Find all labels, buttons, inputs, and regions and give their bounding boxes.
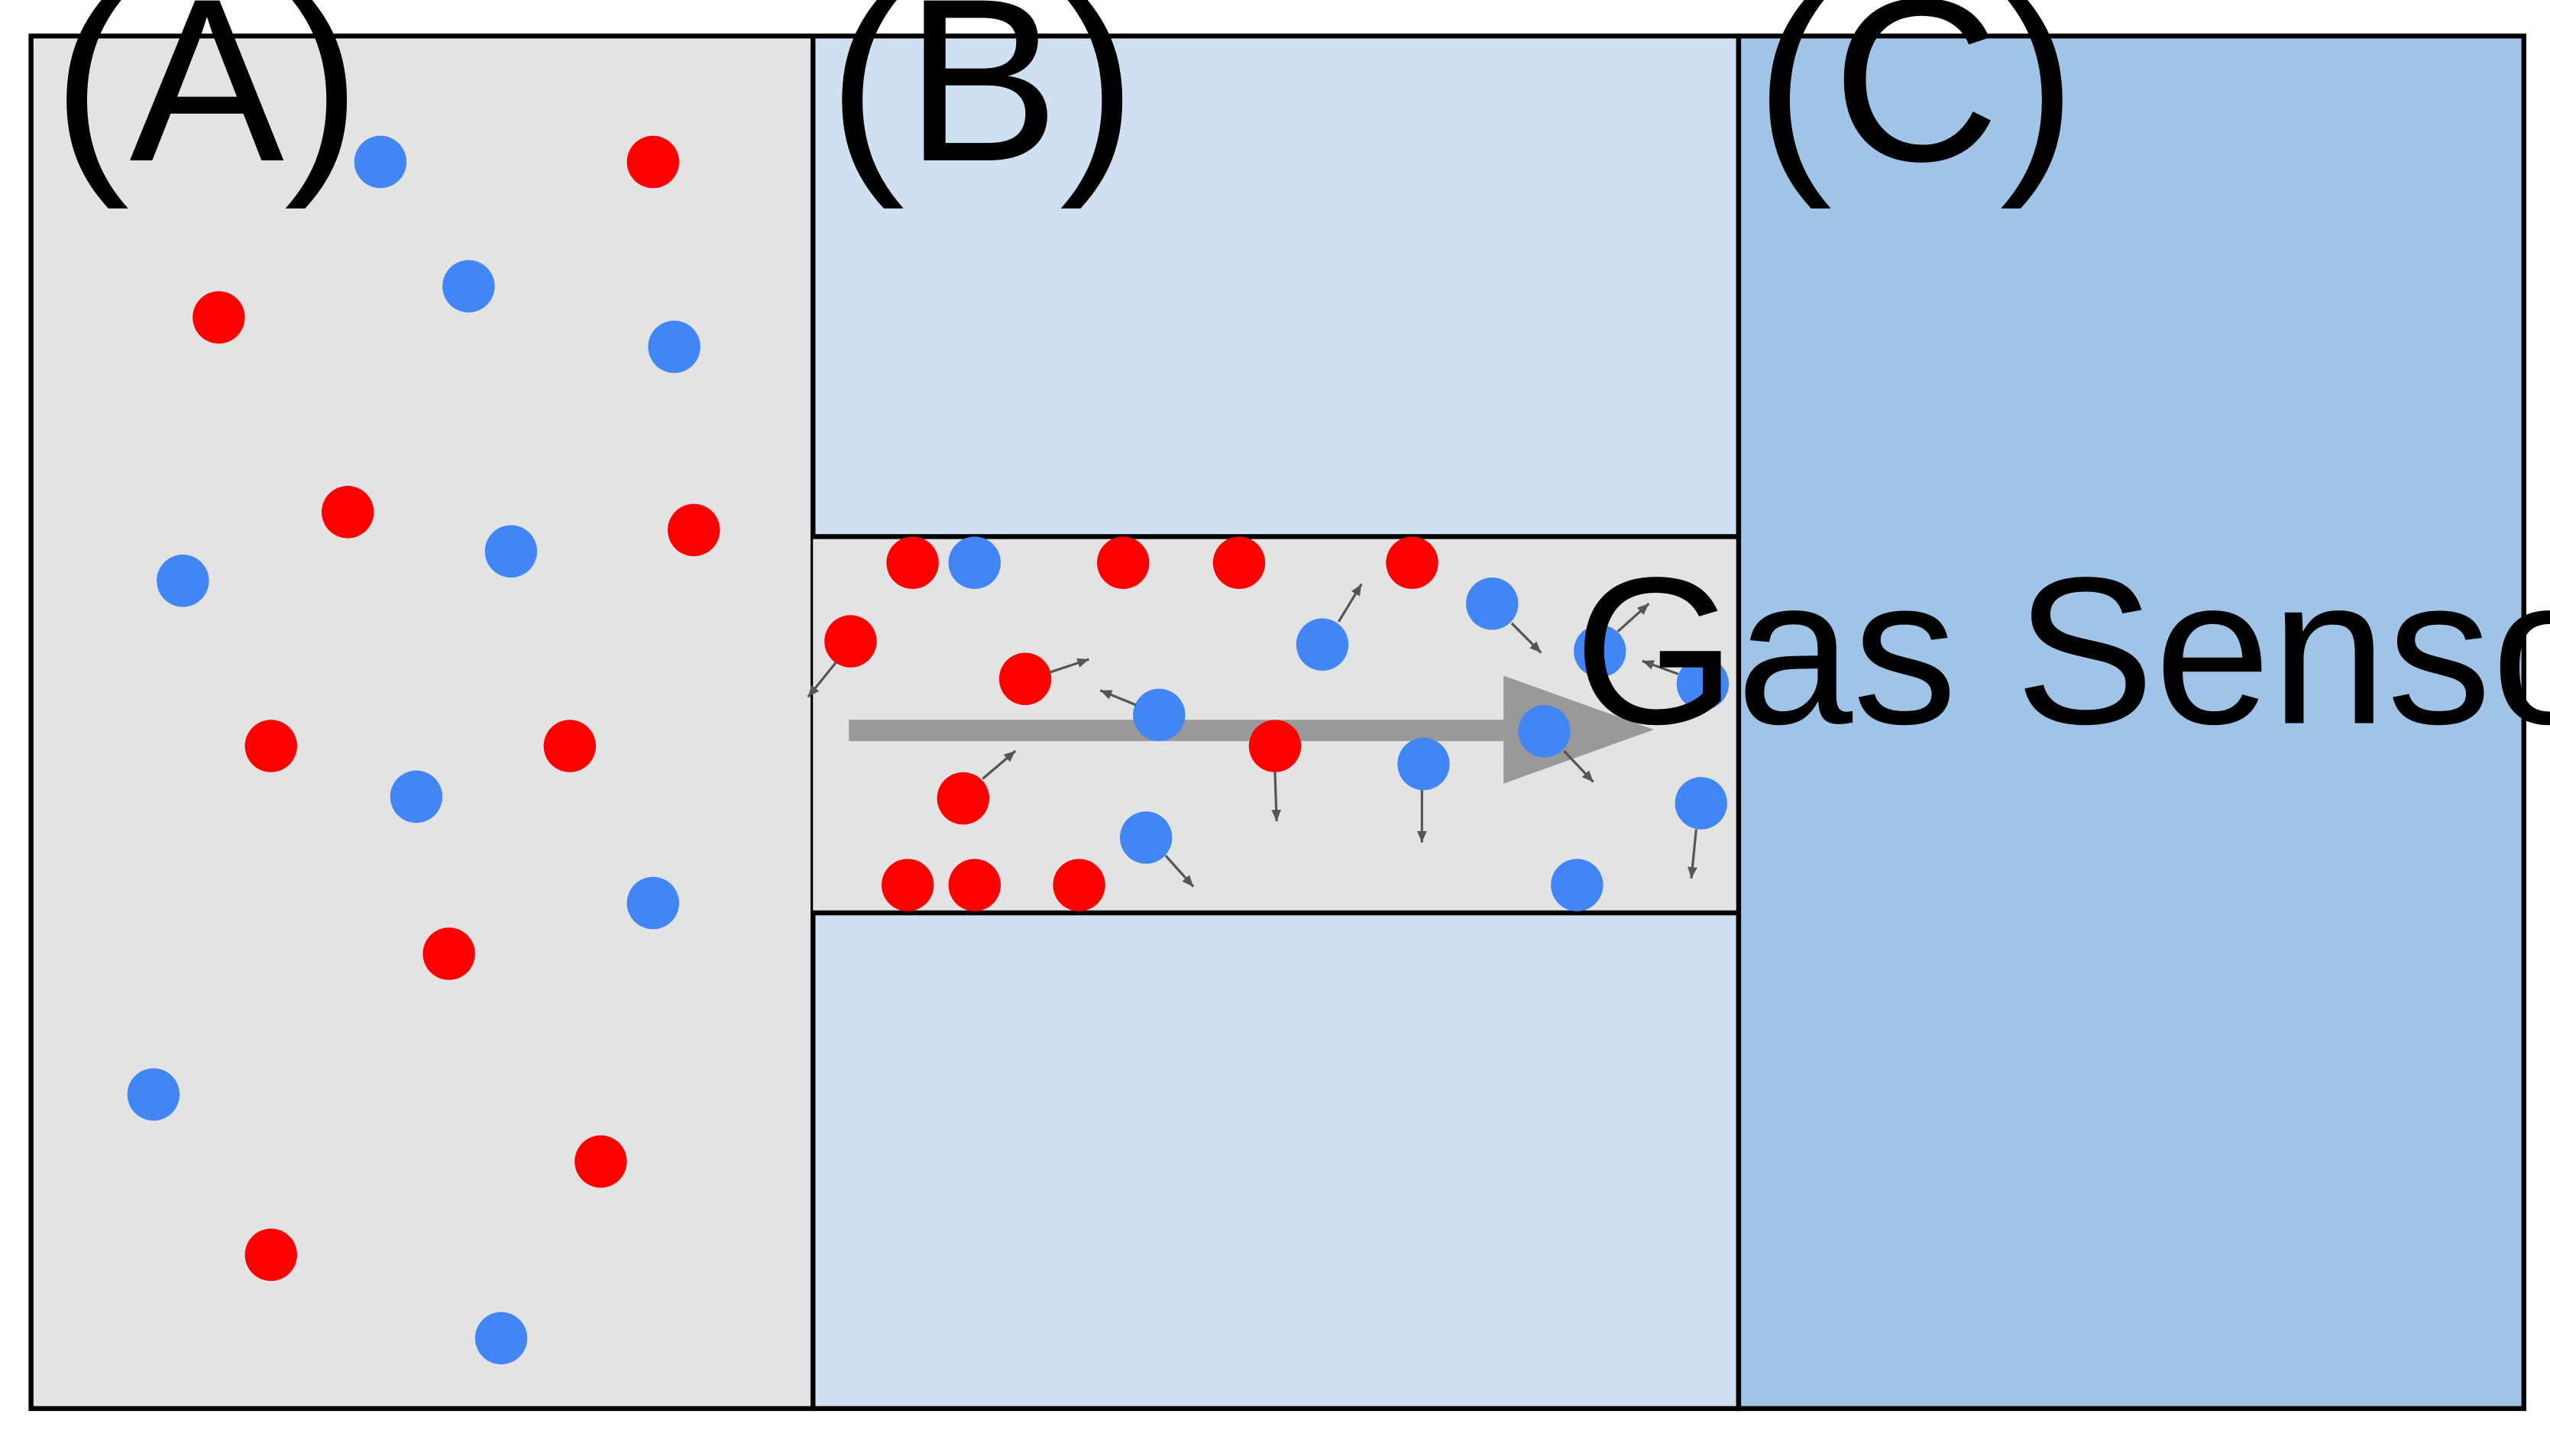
red-molecule bbox=[626, 135, 679, 189]
region-c-label: (C) bbox=[1755, 0, 2076, 211]
blue-molecule bbox=[474, 1312, 528, 1365]
red-molecule bbox=[881, 859, 934, 911]
channel-molecules bbox=[824, 536, 1730, 911]
blue-molecule bbox=[1296, 618, 1349, 671]
red-molecule bbox=[321, 486, 374, 539]
motion-vector-arrow bbox=[982, 749, 1017, 780]
region-b-label: (B) bbox=[827, 0, 1137, 211]
motion-vector-arrow bbox=[1510, 622, 1542, 654]
motion-vector-arrow bbox=[1642, 659, 1679, 675]
red-molecule bbox=[948, 859, 1001, 911]
blue-molecule bbox=[127, 1068, 180, 1121]
blue-molecule bbox=[157, 554, 209, 607]
red-molecule bbox=[543, 720, 597, 772]
red-molecule bbox=[1248, 720, 1302, 772]
channel-upper-wall bbox=[811, 33, 1742, 539]
red-molecule bbox=[1212, 536, 1266, 589]
chamber-a-molecules bbox=[127, 135, 720, 1365]
region-a-label: (A) bbox=[52, 0, 361, 211]
blue-molecule bbox=[1133, 688, 1186, 742]
blue-molecule bbox=[1119, 811, 1173, 864]
gas-sensor-box bbox=[1736, 33, 2527, 1412]
red-molecule bbox=[574, 1135, 627, 1188]
motion-vector-arrow bbox=[1049, 658, 1089, 674]
blue-molecule bbox=[1676, 657, 1730, 710]
motion-vector-arrow bbox=[1271, 772, 1282, 822]
motion-vectors bbox=[807, 583, 1697, 888]
red-molecule bbox=[1386, 536, 1438, 589]
motion-vector-arrow bbox=[1164, 854, 1195, 888]
motion-vector-arrow bbox=[1616, 603, 1650, 633]
blue-molecule bbox=[948, 536, 1001, 589]
blue-molecule bbox=[484, 525, 538, 578]
red-molecule bbox=[998, 652, 1052, 706]
gas-sensor-label: Gas Sensor bbox=[1574, 534, 2550, 768]
blue-molecule bbox=[1518, 705, 1571, 758]
red-molecule bbox=[668, 503, 720, 557]
red-molecule bbox=[422, 927, 475, 980]
motion-vector-arrow bbox=[1563, 749, 1594, 783]
motion-vector-arrow bbox=[1688, 829, 1697, 879]
blue-molecule bbox=[626, 876, 679, 930]
red-molecule bbox=[937, 772, 990, 825]
blue-molecule bbox=[390, 770, 443, 823]
channel-lower-wall bbox=[811, 910, 1742, 1412]
red-molecule bbox=[824, 615, 877, 668]
red-molecule bbox=[244, 720, 297, 772]
blue-molecule bbox=[1551, 859, 1603, 911]
red-molecule bbox=[886, 536, 939, 589]
blue-molecule bbox=[648, 320, 701, 374]
motion-vector-arrow bbox=[1099, 689, 1137, 707]
motion-vector-arrow bbox=[1337, 583, 1363, 623]
blue-molecule bbox=[354, 135, 407, 189]
motion-vector-arrow bbox=[807, 662, 837, 698]
red-molecule bbox=[1053, 859, 1105, 911]
blue-molecule bbox=[1397, 737, 1450, 791]
red-molecule bbox=[193, 291, 245, 344]
blue-molecule bbox=[1675, 777, 1727, 830]
chamber-a bbox=[28, 33, 816, 1412]
blue-molecule bbox=[1574, 625, 1626, 678]
blue-molecule bbox=[442, 260, 495, 313]
blue-molecule bbox=[1466, 577, 1519, 630]
red-molecule bbox=[1097, 536, 1150, 589]
red-molecule bbox=[244, 1228, 297, 1281]
